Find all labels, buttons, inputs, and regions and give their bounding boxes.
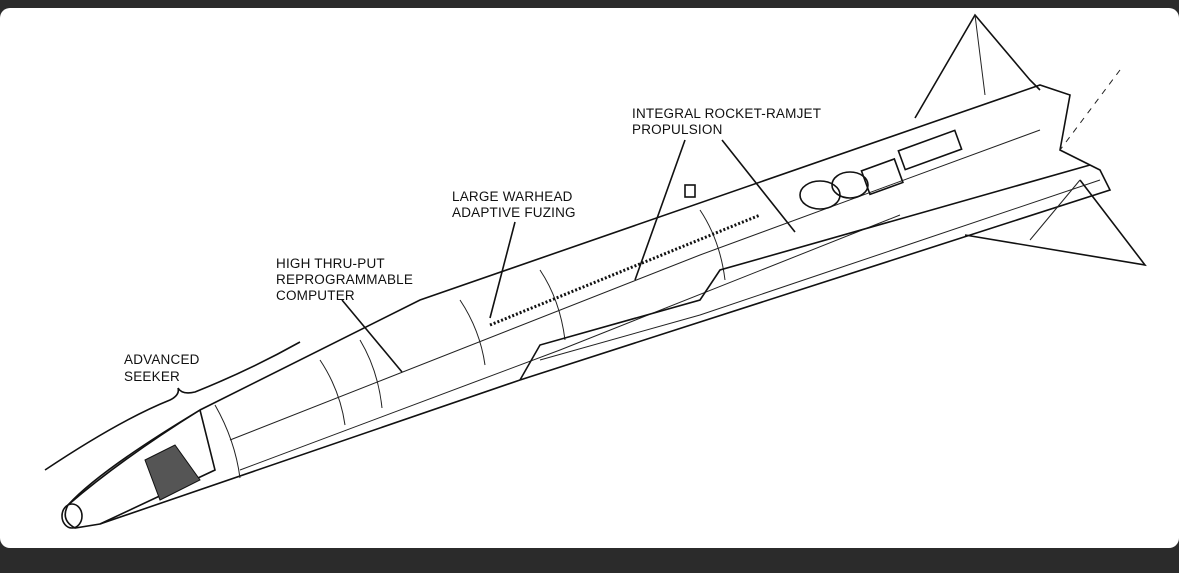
svg-text:LARGE WARHEAD: LARGE WARHEAD bbox=[452, 189, 573, 204]
label-seeker: ADVANCED SEEKER bbox=[124, 352, 200, 384]
leader-lines bbox=[44, 139, 796, 471]
missile-body bbox=[61, 84, 1112, 529]
svg-text:REPROGRAMMABLE: REPROGRAMMABLE bbox=[276, 272, 413, 287]
svg-text:INTEGRAL ROCKET-RAMJET: INTEGRAL ROCKET-RAMJET bbox=[632, 106, 821, 121]
svg-text:ADVANCED: ADVANCED bbox=[124, 352, 200, 367]
svg-text:COMPUTER: COMPUTER bbox=[276, 288, 355, 303]
svg-text:PROPULSION: PROPULSION bbox=[632, 122, 723, 137]
svg-text:SEEKER: SEEKER bbox=[124, 369, 180, 384]
seeker-bracket bbox=[44, 341, 301, 471]
svg-text:HIGH THRU-PUT: HIGH THRU-PUT bbox=[276, 256, 385, 271]
label-computer: HIGH THRU-PUT REPROGRAMMABLE COMPUTER bbox=[276, 256, 413, 303]
label-propulsion: INTEGRAL ROCKET-RAMJET PROPULSION bbox=[632, 106, 821, 137]
svg-text:ADAPTIVE FUZING: ADAPTIVE FUZING bbox=[452, 205, 576, 220]
diagram-card: INTEGRAL ROCKET-RAMJET PROPULSION LARGE … bbox=[0, 8, 1179, 548]
fins bbox=[914, 13, 1147, 267]
missile-cutaway-diagram: INTEGRAL ROCKET-RAMJET PROPULSION LARGE … bbox=[44, 13, 1147, 529]
label-warhead: LARGE WARHEAD ADAPTIVE FUZING bbox=[452, 189, 576, 220]
